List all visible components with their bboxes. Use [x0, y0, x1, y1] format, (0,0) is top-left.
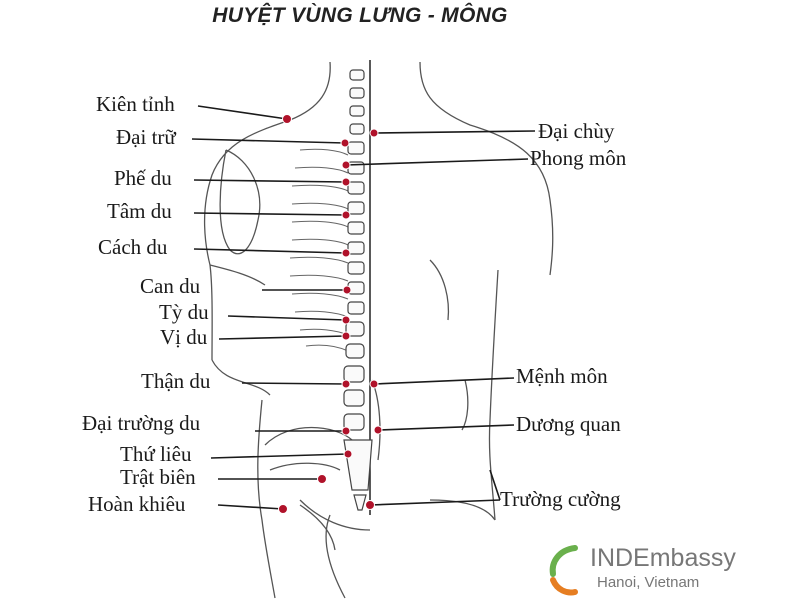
acupoint-menh-mon	[369, 379, 379, 389]
label-phong-mon: Phong môn	[530, 146, 627, 170]
acupoint-tam-du	[341, 210, 351, 220]
label-ty-du: Tỳ du	[159, 300, 209, 324]
logo-mark-icon	[549, 545, 578, 596]
label-tam-du: Tâm du	[107, 199, 172, 223]
label-duong-quan: Dương quan	[516, 412, 621, 436]
acupoint-phe-du	[341, 177, 351, 187]
diagram-title: HUYỆT VÙNG LƯNG - MÔNG	[212, 4, 508, 27]
label-truong-cuong: Trường cường	[500, 487, 621, 511]
acupoint-than-du	[341, 379, 351, 389]
label-thu-lieu: Thứ liêu	[120, 442, 192, 466]
acupoint-vi-du	[341, 331, 351, 341]
label-hoan-khieu: Hoàn khiêu	[88, 492, 186, 516]
acupoint-trat-bien	[317, 474, 327, 484]
spine	[343, 60, 373, 515]
acupoint-hoan-khieu	[278, 504, 288, 514]
logo-location: Hanoi, Vietnam	[597, 574, 700, 591]
acupoint-dai-tru	[340, 138, 350, 148]
label-dai-truong-du: Đại trường du	[82, 411, 201, 435]
label-phe-du: Phế du	[114, 166, 172, 190]
acupoint-cach-du	[341, 248, 351, 258]
indembassy-logo: INDEmbassy Hanoi, Vietnam	[545, 540, 795, 600]
body-outline	[203, 61, 554, 599]
label-dai-chuy: Đại chùy	[538, 119, 615, 143]
label-kien-tinh: Kiên tỉnh	[96, 92, 175, 116]
acupoint-dai-truong-du	[341, 426, 351, 436]
leader-lines	[191, 105, 536, 510]
label-than-du: Thận du	[141, 369, 211, 393]
label-can-du: Can du	[140, 274, 201, 298]
label-vi-du: Vị du	[160, 325, 208, 349]
label-cach-du: Cách du	[98, 235, 168, 259]
acupoint-ty-du	[341, 315, 351, 325]
acupoint-duong-quan	[373, 425, 383, 435]
label-trat-bien: Trật biên	[120, 465, 196, 489]
rib-cage	[289, 148, 349, 352]
label-dai-tru: Đại trữ	[116, 125, 176, 149]
logo-name: INDEmbassy	[590, 544, 736, 572]
acupoint-thu-lieu	[343, 449, 353, 459]
acupoint-phong-mon	[341, 160, 351, 170]
acupoints	[278, 114, 383, 514]
acupoint-truong-cuong	[365, 500, 375, 510]
acupoint-dai-chuy	[369, 128, 379, 138]
label-menh-mon: Mệnh môn	[516, 364, 608, 388]
acupoint-can-du	[342, 285, 352, 295]
acupoint-kien-tinh	[282, 114, 292, 124]
